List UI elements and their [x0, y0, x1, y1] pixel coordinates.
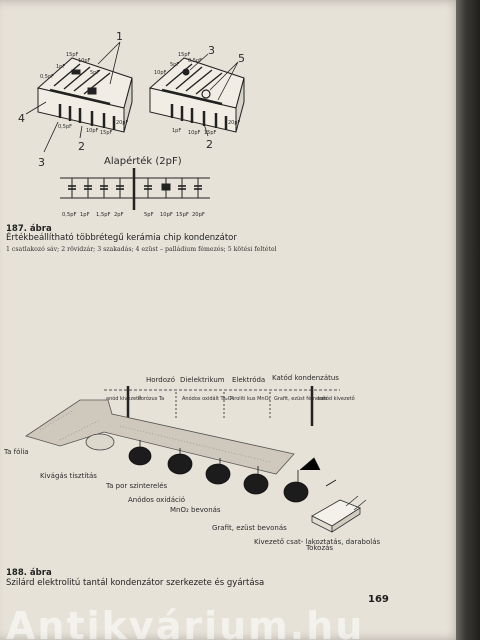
- svg-text:20pF: 20pF: [228, 120, 241, 126]
- callout-leaders: [25, 41, 239, 153]
- process-headers: Hordozó Dielektrikum Elektróda Katód kon…: [146, 374, 339, 384]
- svg-text:Anódos oxidált Ta₂O₅: Anódos oxidált Ta₂O₅: [182, 395, 234, 402]
- svg-text:0,5pF: 0,5pF: [58, 124, 72, 130]
- right-chip-labels: 15pF 10pF 5pF 0,5pF 1pF 10pF 15pF 20pF: [154, 52, 241, 136]
- tantalum-beads: [128, 440, 337, 503]
- svg-text:2pF: 2pF: [114, 212, 124, 218]
- svg-text:10pF: 10pF: [86, 128, 99, 134]
- label-lead-attach: Kivezető csat- lakoztatás, darabolás: [254, 537, 381, 546]
- svg-text:1pF: 1pF: [56, 64, 65, 70]
- label-ta-powder: Ta por szinterelés: [105, 482, 167, 490]
- svg-text:10pF: 10pF: [78, 58, 91, 64]
- svg-text:0,5pF: 0,5pF: [62, 212, 77, 218]
- svg-text:10pF: 10pF: [154, 70, 167, 76]
- svg-text:anód kivezető: anód kivezető: [106, 395, 141, 402]
- process-table-row: anód kivezető Porózus Ta Anódos oxidált …: [106, 395, 355, 402]
- svg-text:Dielektrikum: Dielektrikum: [180, 376, 225, 384]
- figure-187-title: Értékbeállítható többrétegű kerámia chip…: [6, 233, 237, 243]
- figure-188-number: 188. ábra: [6, 568, 52, 578]
- figure-187-legend: 1 csatlakozó sáv; 2 rövidzár; 3 szakadás…: [6, 246, 277, 253]
- left-chip: [36, 57, 133, 133]
- svg-text:5pF: 5pF: [144, 212, 154, 218]
- svg-text:Grafit, ezüst fémezés: Grafit, ezüst fémezés: [274, 395, 328, 402]
- svg-text:katód kivezető: katód kivezető: [318, 395, 355, 402]
- callout-4: 4: [18, 112, 25, 125]
- svg-text:Elektróda: Elektróda: [232, 376, 265, 384]
- svg-text:0,5pF: 0,5pF: [188, 58, 202, 64]
- svg-text:1pF: 1pF: [172, 128, 181, 134]
- page-number: 169: [368, 594, 389, 605]
- svg-text:Hordozó: Hordozó: [146, 376, 175, 384]
- watermark: Antikvárium.hu: [6, 606, 365, 640]
- callout-3-right: 3: [208, 44, 215, 57]
- figure-188-title: Szilárd elektrolitú tantál kondenzátor s…: [6, 578, 265, 588]
- callout-3-left: 3: [38, 156, 45, 169]
- ta-foil-ribbon: [25, 399, 295, 475]
- label-cut-clean: Kivágás tisztítás: [40, 472, 97, 480]
- left-chip-labels: 15pF 0,5pF 1pF 10pF 5pF 0,5pF 10pF 15pF …: [40, 52, 129, 136]
- callout-2-right: 2: [206, 138, 213, 151]
- svg-text:15pF: 15pF: [178, 52, 191, 58]
- svg-text:20pF: 20pF: [116, 120, 129, 126]
- process-table-lines: [104, 386, 340, 426]
- svg-text:1pF: 1pF: [80, 212, 90, 218]
- scale-labels: 0,5pF 1pF 1,5pF 2pF 5pF 10pF 15pF 20pF: [62, 212, 205, 218]
- svg-text:5pF: 5pF: [170, 62, 179, 68]
- svg-text:15pF: 15pF: [176, 212, 189, 218]
- label-anodic: Anódos oxidáció: [128, 496, 185, 504]
- svg-text:15pF: 15pF: [204, 130, 217, 136]
- svg-text:20pF: 20pF: [192, 212, 205, 218]
- svg-text:Porózus Ta: Porózus Ta: [138, 395, 164, 402]
- svg-text:15pF: 15pF: [66, 52, 79, 58]
- label-encapsulate: Tokozás: [305, 544, 333, 552]
- encapsulated-capacitor: [311, 495, 367, 533]
- svg-text:1,5pF: 1,5pF: [96, 212, 111, 218]
- callout-2-left: 2: [78, 140, 85, 153]
- process-labels: Ta fólia Kivágás tisztítás Ta por szinte…: [3, 448, 381, 552]
- callout-5: 5: [238, 52, 245, 65]
- svg-text:5pF: 5pF: [90, 70, 99, 76]
- callout-1: 1: [116, 30, 123, 43]
- book-spine: [456, 0, 480, 640]
- svg-text:10pF: 10pF: [160, 212, 173, 218]
- figure-187-number: 187. ábra: [6, 224, 52, 234]
- svg-text:15pF: 15pF: [100, 130, 113, 136]
- label-ta-foil: Ta fólia: [3, 448, 29, 456]
- svg-text:10pF: 10pF: [188, 130, 201, 136]
- scale-title: Alapérték (2pF): [104, 155, 182, 167]
- svg-text:0,5pF: 0,5pF: [40, 74, 54, 80]
- label-graphite: Grafit, ezüst bevonás: [212, 524, 287, 532]
- svg-text:Katód kondenzátus: Katód kondenzátus: [272, 374, 339, 382]
- capacitor-scale: [60, 168, 210, 210]
- label-mno2: MnO₂ bevonás: [170, 506, 221, 514]
- svg-text:Piroliti kus MnO₂: Piroliti kus MnO₂: [230, 396, 271, 402]
